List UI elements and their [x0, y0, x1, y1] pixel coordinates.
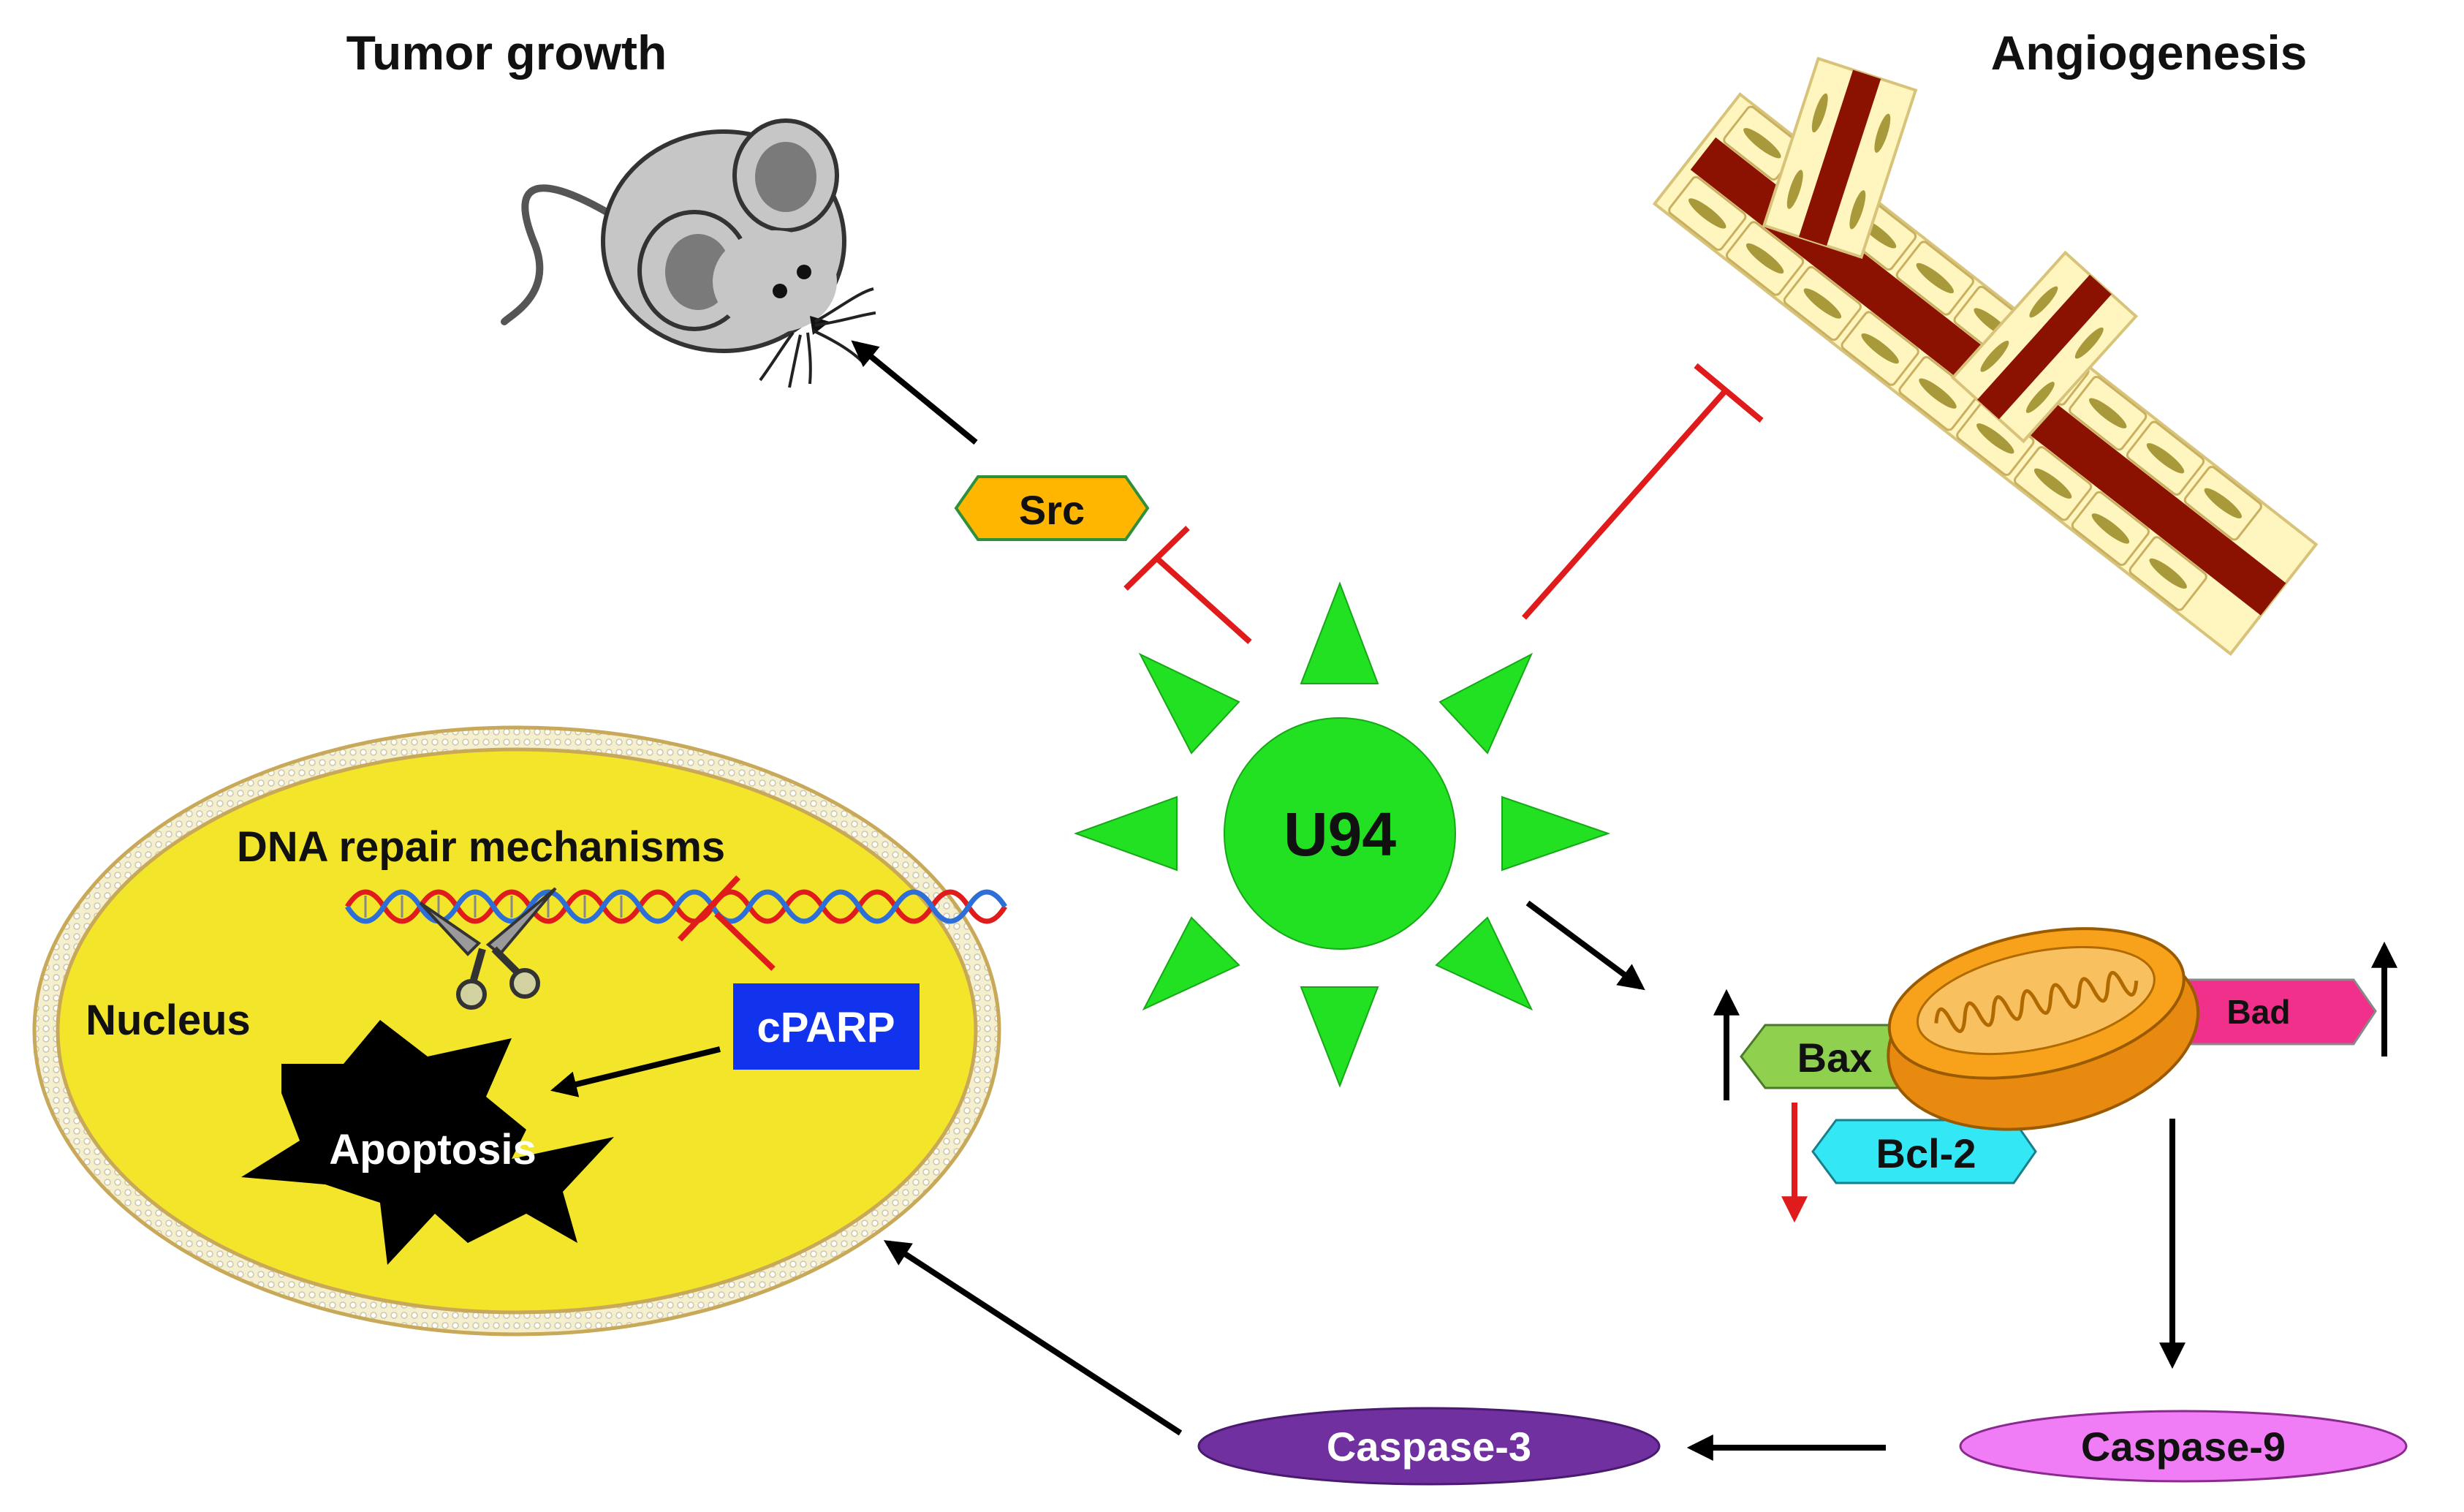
angiogenesis-label: Angiogenesis — [1991, 26, 2308, 80]
bcl2-label: Bcl-2 — [1876, 1130, 1976, 1176]
u94-label: U94 — [1284, 800, 1396, 869]
u94-inhibits-angiogenesis — [1522, 363, 1764, 620]
bcl2-node: Bcl-2 — [1811, 1119, 2037, 1184]
caspase9-label: Caspase-9 — [2081, 1424, 2286, 1470]
caspase3-label: Caspase-3 — [1327, 1424, 1531, 1470]
mitochondria-complex: Bad Bax Bcl-2 — [1713, 927, 2397, 1223]
src-label: Src — [1019, 487, 1085, 533]
apoptosis-node: Apoptosis — [241, 1020, 614, 1265]
cparp-node: cPARP — [733, 983, 920, 1070]
cparp-label: cPARP — [757, 1004, 895, 1051]
u94-node: U94 — [1074, 581, 1611, 1088]
caspase3-to-nucleus-arrow — [883, 1240, 1183, 1436]
cparp-inhibits-dna-repair — [678, 875, 776, 971]
bax-node: Bax — [1740, 1024, 1931, 1089]
mouse-icon — [501, 118, 876, 388]
bad-label: Bad — [2227, 993, 2291, 1031]
caspase3-node: Caspase-3 — [1197, 1407, 1661, 1486]
tumor-growth-label: Tumor growth — [346, 26, 667, 80]
dna-helix-icon — [345, 889, 1007, 924]
scissors-icon — [419, 887, 557, 1010]
src-to-tumor-arrow — [851, 340, 978, 445]
src-node: Src — [954, 475, 1150, 541]
blood-vessel-icon — [1652, 56, 2319, 657]
u94-inhibits-src — [1123, 526, 1252, 644]
mitochondrion-icon — [1887, 927, 2200, 1131]
apoptosis-label: Apoptosis — [329, 1126, 537, 1173]
caspase9-node: Caspase-9 — [1959, 1410, 2408, 1483]
u94-to-mitochondria-arrow — [1525, 900, 1645, 991]
bad-node: Bad — [2162, 978, 2377, 1046]
cparp-to-apoptosis-arrow — [550, 1046, 721, 1097]
bax-label: Bax — [1797, 1035, 1873, 1081]
nucleus-label: Nucleus — [86, 997, 251, 1044]
dna-repair-label: DNA repair mechanisms — [237, 823, 725, 871]
